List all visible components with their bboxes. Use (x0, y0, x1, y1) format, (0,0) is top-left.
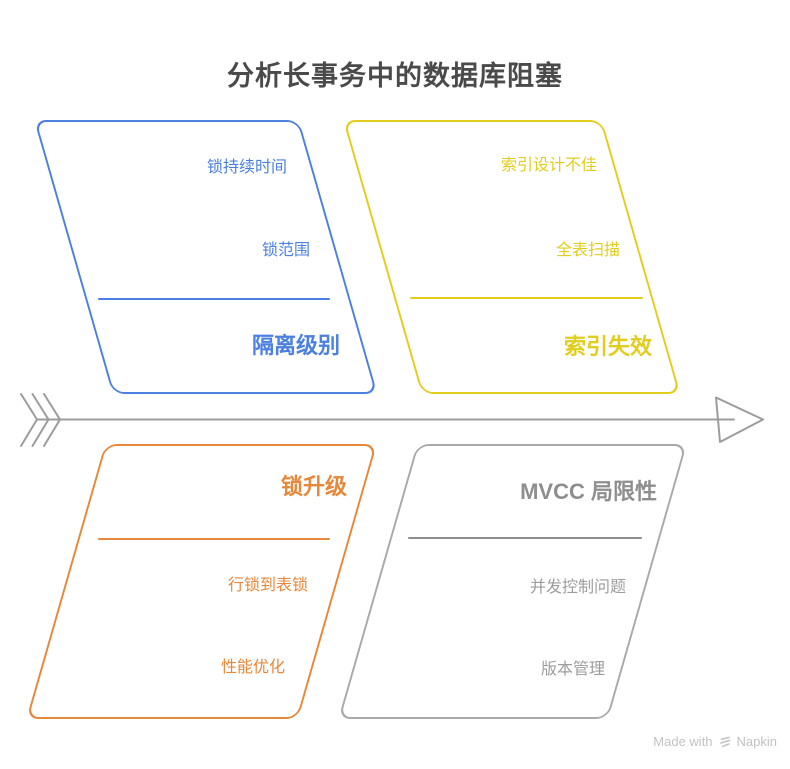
branch-isolation-level: 锁持续时间 锁范围 隔离级别 (34, 120, 378, 394)
branch-item: 并发控制问题 (529, 579, 626, 596)
arrow-feather-icon (20, 393, 38, 447)
branch-item: 性能优化 (220, 659, 285, 676)
branch-title: 索引失效 (563, 334, 652, 359)
branch-index-failure: 索引设计不佳 全表扫描 索引失效 (343, 120, 683, 394)
branch-item: 锁范围 (261, 242, 310, 259)
branch-item: 全表扫描 (555, 242, 620, 259)
branch-item: 锁持续时间 (206, 159, 287, 176)
page-title: 分析长事务中的数据库阻塞 (227, 61, 563, 91)
branch-item: 索引设计不佳 (500, 157, 597, 174)
branch-lock-escalation: 锁升级 行锁到表锁 性能优化 (26, 444, 377, 719)
branch-divider (98, 298, 330, 300)
branch-title: 隔离级别 (251, 333, 340, 358)
branch-item: 版本管理 (540, 661, 605, 678)
branch-divider (98, 538, 330, 540)
arrow-head-icon (715, 396, 764, 443)
branch-mvcc-limitation: MVCC 局限性 并发控制问题 版本管理 (338, 444, 687, 719)
watermark-brand: Napkin (736, 734, 777, 749)
watermark-prefix: Made with (653, 734, 713, 749)
branch-divider (410, 297, 643, 299)
branch-divider (408, 537, 642, 539)
branch-title: MVCC 局限性 (520, 479, 657, 504)
branch-item: 行锁到表锁 (227, 577, 308, 594)
napkin-logo-icon (719, 736, 730, 747)
napkin-watermark: Made with Napkin (653, 734, 777, 749)
branch-title: 锁升级 (280, 474, 347, 499)
spine-arrow (20, 393, 764, 447)
